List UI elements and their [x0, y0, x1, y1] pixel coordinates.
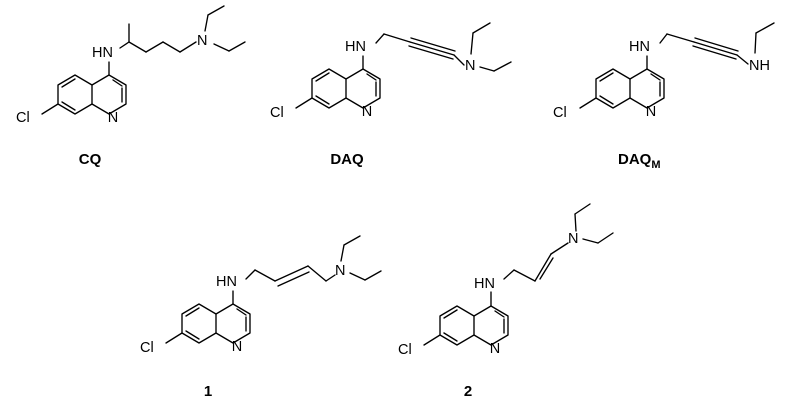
- compound-label-daqm: DAQM: [618, 151, 661, 171]
- quinoline-core: [295, 68, 381, 109]
- secondary-amine-label: NH: [749, 58, 770, 74]
- quinoline-core: [423, 305, 509, 346]
- chloro-label: Cl: [140, 340, 154, 356]
- compound-label-2: 2: [464, 383, 472, 400]
- compound-label-main: DAQ: [618, 151, 652, 168]
- ring-nitrogen-label: N: [232, 339, 242, 355]
- compound-label-1: 1: [204, 383, 212, 400]
- amine-nh-label: HN: [474, 276, 495, 292]
- chloro-label: Cl: [16, 110, 30, 126]
- ring-nitrogen-label: N: [362, 104, 372, 120]
- molecule-cq: HN N N Cl CQ: [16, 5, 246, 168]
- compound-label-subscript: M: [651, 159, 660, 171]
- ring-nitrogen-label: N: [108, 110, 118, 126]
- amine-nh-label: HN: [92, 45, 113, 61]
- side-chain: [362, 22, 512, 72]
- chloro-label: Cl: [270, 105, 284, 121]
- ring-nitrogen-label: N: [490, 341, 500, 357]
- amine-nh-label: HN: [629, 39, 650, 55]
- molecule-daq: HN N N Cl DAQ: [270, 22, 512, 168]
- chloro-label: Cl: [398, 342, 412, 358]
- amine-nh-label: HN: [216, 274, 237, 290]
- tertiary-amine-label: N: [335, 263, 345, 279]
- molecule-compound-1: HN N N Cl 1: [140, 235, 382, 400]
- amine-nh-label: HN: [345, 39, 366, 55]
- tertiary-amine-label: N: [465, 58, 475, 74]
- molecule-daqm: HN NH N Cl DAQM: [553, 22, 775, 171]
- ring-nitrogen-label: N: [646, 104, 656, 120]
- quinoline-core: [41, 74, 127, 115]
- side-chain: [232, 235, 382, 305]
- compound-label-cq: CQ: [79, 151, 102, 168]
- side-chain: [108, 5, 246, 76]
- quinoline-core: [579, 68, 665, 109]
- side-chain: [646, 22, 775, 70]
- compound-label-daq: DAQ: [330, 151, 364, 168]
- tertiary-amine-label: N: [197, 33, 207, 49]
- chloro-label: Cl: [553, 105, 567, 121]
- molecule-compound-2: HN N N Cl 2: [398, 203, 614, 400]
- side-chain: [490, 203, 614, 307]
- quinoline-core: [165, 303, 251, 344]
- tertiary-amine-label: N: [568, 231, 578, 247]
